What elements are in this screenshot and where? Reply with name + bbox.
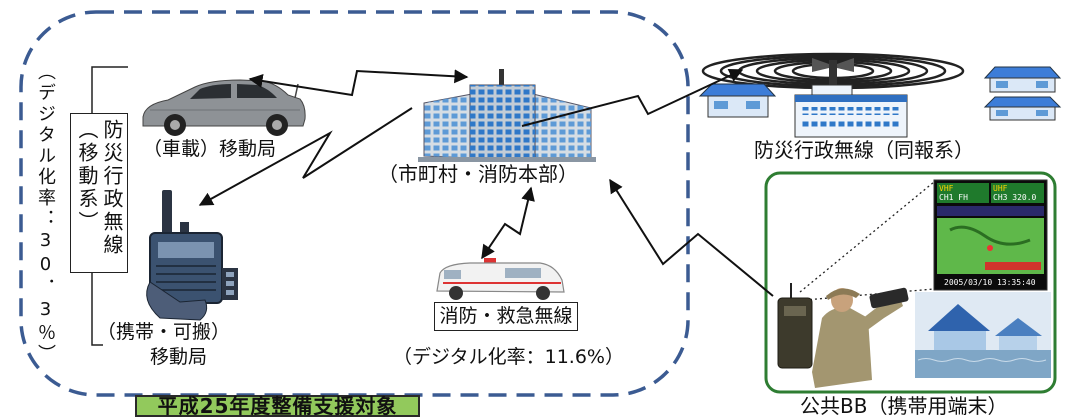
vehicle-station-label: （車載）移動局 [143,138,277,160]
screen-vhf-label: VHF [939,184,954,193]
broadcast-system-label: 防災行政無線（同報系） [754,138,974,162]
link-hq-portable [198,107,413,206]
house-bottom-right-image [983,96,1062,121]
mobile-system-bracket-top [91,66,128,113]
screen-uhf-channel: CH3 320.0 [993,193,1037,202]
digital-rate-fire-label: （デジタル化率：11.6%） [393,346,624,368]
person-with-radio-image [777,283,909,388]
screen-uhf-label: UHF [993,184,1008,193]
ambulance-image [436,258,565,300]
screen-vhf-channel: CH1 FH [939,193,968,202]
link-publicbb-hq [609,178,774,297]
link-hq-broadcast [521,69,744,127]
mobile-system-box: 防災行政無線 （移動系） [70,113,128,273]
portable-station-name-label: 移動局 [150,346,208,368]
support-target-banner: 平成25年度整備支援対象 [135,395,420,417]
public-bb-label: 公共BB（携帯用端末） [800,394,1008,418]
portable-station-type-label: （携帯・可搬） [97,321,231,343]
mobile-system-bracket-bottom [91,273,103,346]
terminal-screen-image: VHF CH1 FH UHF CH3 320.0 2005/03/10 13:3… [933,179,1048,291]
broadcast-station-building-image [794,84,908,138]
house-left-image [698,83,777,118]
mobile-system-type: （移動系） [75,119,99,234]
mobile-system-name: 防災行政無線 [100,119,124,257]
hq-building-image [418,69,596,162]
digital-rate-mobile-label: （デジタル化率：30．3％） [35,62,56,365]
callout-line-top [799,181,935,293]
mobile-system-text: 防災行政無線 （移動系） [74,119,124,269]
callout-line-bottom [804,288,935,301]
link-car-hq [248,69,469,97]
fire-rescue-radio-box: 消防・救急無線 [434,302,578,331]
house-top-right-image [983,66,1062,93]
flooded-house-image [915,292,1051,378]
screen-timestamp: 2005/03/10 13:35:40 [944,278,1036,287]
portable-radio-image [146,190,238,321]
vehicle-car-image [142,79,306,136]
link-ambulance-hq [481,186,535,260]
hq-label: （市町村・消防本部） [378,162,578,186]
